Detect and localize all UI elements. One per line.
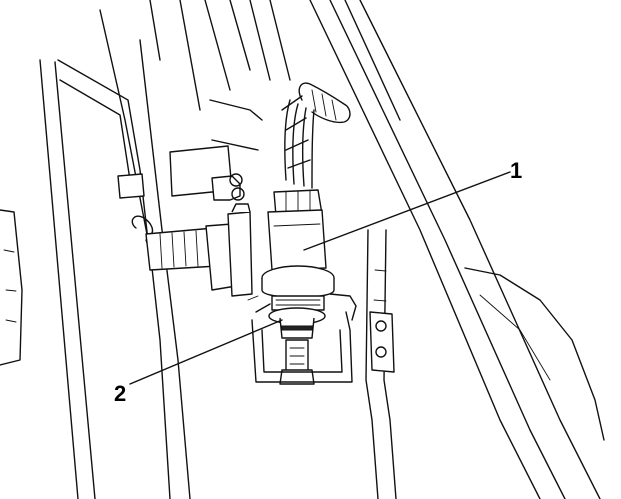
leader-lines bbox=[129, 171, 511, 385]
leader-line-1 bbox=[303, 171, 511, 251]
callout-2-label: 2 bbox=[114, 381, 127, 406]
leader-line-2 bbox=[129, 319, 283, 385]
upper-bolt bbox=[117, 145, 245, 201]
pedal-bracket bbox=[247, 293, 357, 383]
cruise-release-valve bbox=[145, 203, 253, 297]
stop-lamp-switch bbox=[261, 189, 335, 311]
wire-harness bbox=[281, 82, 351, 189]
frame-members bbox=[179, 0, 605, 499]
callout-1-label: 1 bbox=[510, 158, 523, 183]
bracket-post bbox=[365, 229, 397, 499]
adjuster-nut bbox=[268, 307, 326, 385]
